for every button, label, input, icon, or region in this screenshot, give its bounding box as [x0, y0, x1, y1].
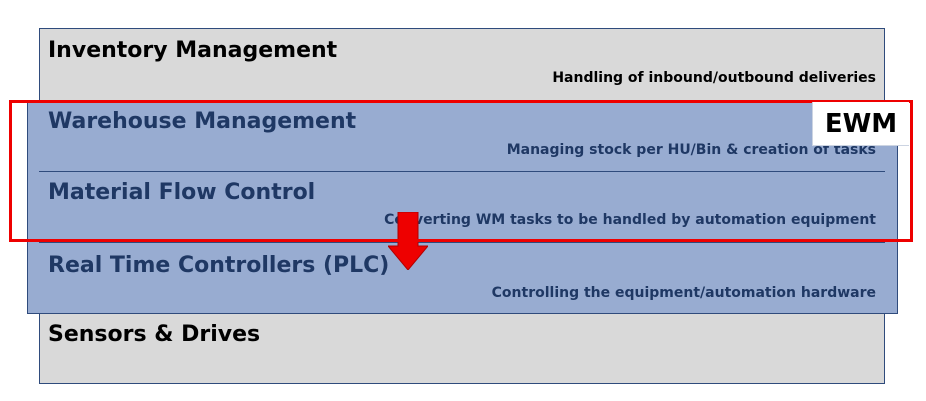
layer-desc-inventory-management: Handling of inbound/outbound deliveries — [552, 70, 876, 86]
layer-desc-warehouse-management: Managing stock per HU/Bin & creation of … — [506, 142, 876, 158]
layer-desc-material-flow-control: Converting WM tasks to be handled by aut… — [384, 212, 876, 228]
ewm-label: EWM — [812, 102, 909, 146]
layer-divider — [39, 242, 885, 243]
layer-title-real-time-controllers: Real Time Controllers (PLC) — [48, 253, 390, 278]
ewm-layers-block — [27, 100, 898, 314]
layer-title-inventory-management: Inventory Management — [48, 38, 338, 63]
layer-title-material-flow-control: Material Flow Control — [48, 180, 316, 205]
layer-desc-real-time-controllers: Controlling the equipment/automation har… — [491, 285, 876, 301]
layer-divider — [39, 171, 885, 172]
layer-title-warehouse-management: Warehouse Management — [48, 109, 357, 134]
ewm-highlight-frame — [9, 100, 913, 242]
layer-title-sensors-drives: Sensors & Drives — [48, 322, 261, 347]
